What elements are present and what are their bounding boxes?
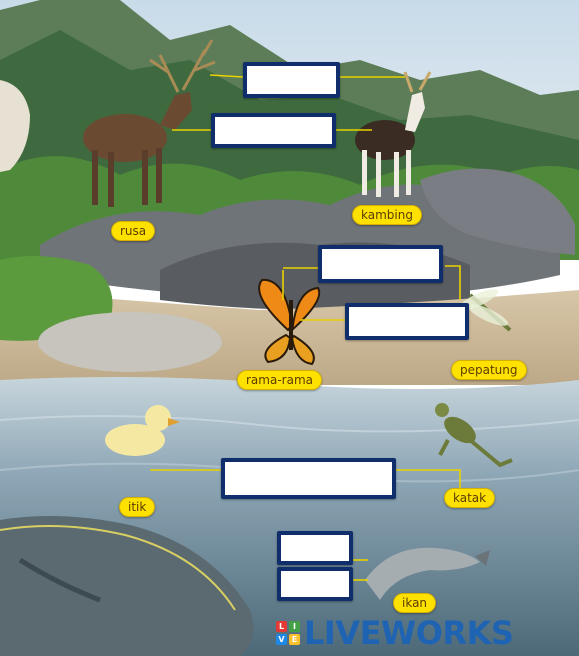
duckling-illustration <box>105 405 180 456</box>
label-itik: itik <box>119 497 156 517</box>
crocodile-illustration <box>0 516 254 656</box>
label-rusa: rusa <box>111 221 156 241</box>
frog-illustration <box>435 403 513 468</box>
rocks-right <box>420 168 575 255</box>
brand-tile: L <box>276 621 287 632</box>
answer-box-5[interactable] <box>221 458 396 499</box>
brand-tile: V <box>276 634 287 645</box>
butterfly-illustration <box>258 278 321 366</box>
answer-box-2[interactable] <box>211 113 336 148</box>
liveworks-logo: L I V E LIVEWORKS <box>276 613 514 653</box>
label-kambing: kambing <box>352 205 422 225</box>
answer-box-3[interactable] <box>318 245 443 283</box>
brand-wordmark: LIVEWORKS <box>304 614 514 652</box>
boulder <box>38 312 222 372</box>
ripple <box>0 415 579 433</box>
answer-box-7[interactable] <box>277 567 353 601</box>
answer-box-6[interactable] <box>277 531 353 565</box>
answer-box-4[interactable] <box>345 303 469 340</box>
liveworks-tiles-icon: L I V E <box>276 621 300 645</box>
label-rama-rama: rama-rama <box>237 370 322 390</box>
stone-top-left <box>0 80 30 172</box>
fish-illustration <box>365 547 490 600</box>
label-pepatung: pepatung <box>451 360 527 380</box>
label-ikan: ikan <box>393 593 437 613</box>
pointer-lines <box>150 74 461 581</box>
label-katak: katak <box>444 488 496 508</box>
deer-illustration <box>83 39 216 207</box>
brand-tile: E <box>289 634 300 645</box>
answer-box-1[interactable] <box>243 62 340 98</box>
brand-tile: I <box>289 621 300 632</box>
